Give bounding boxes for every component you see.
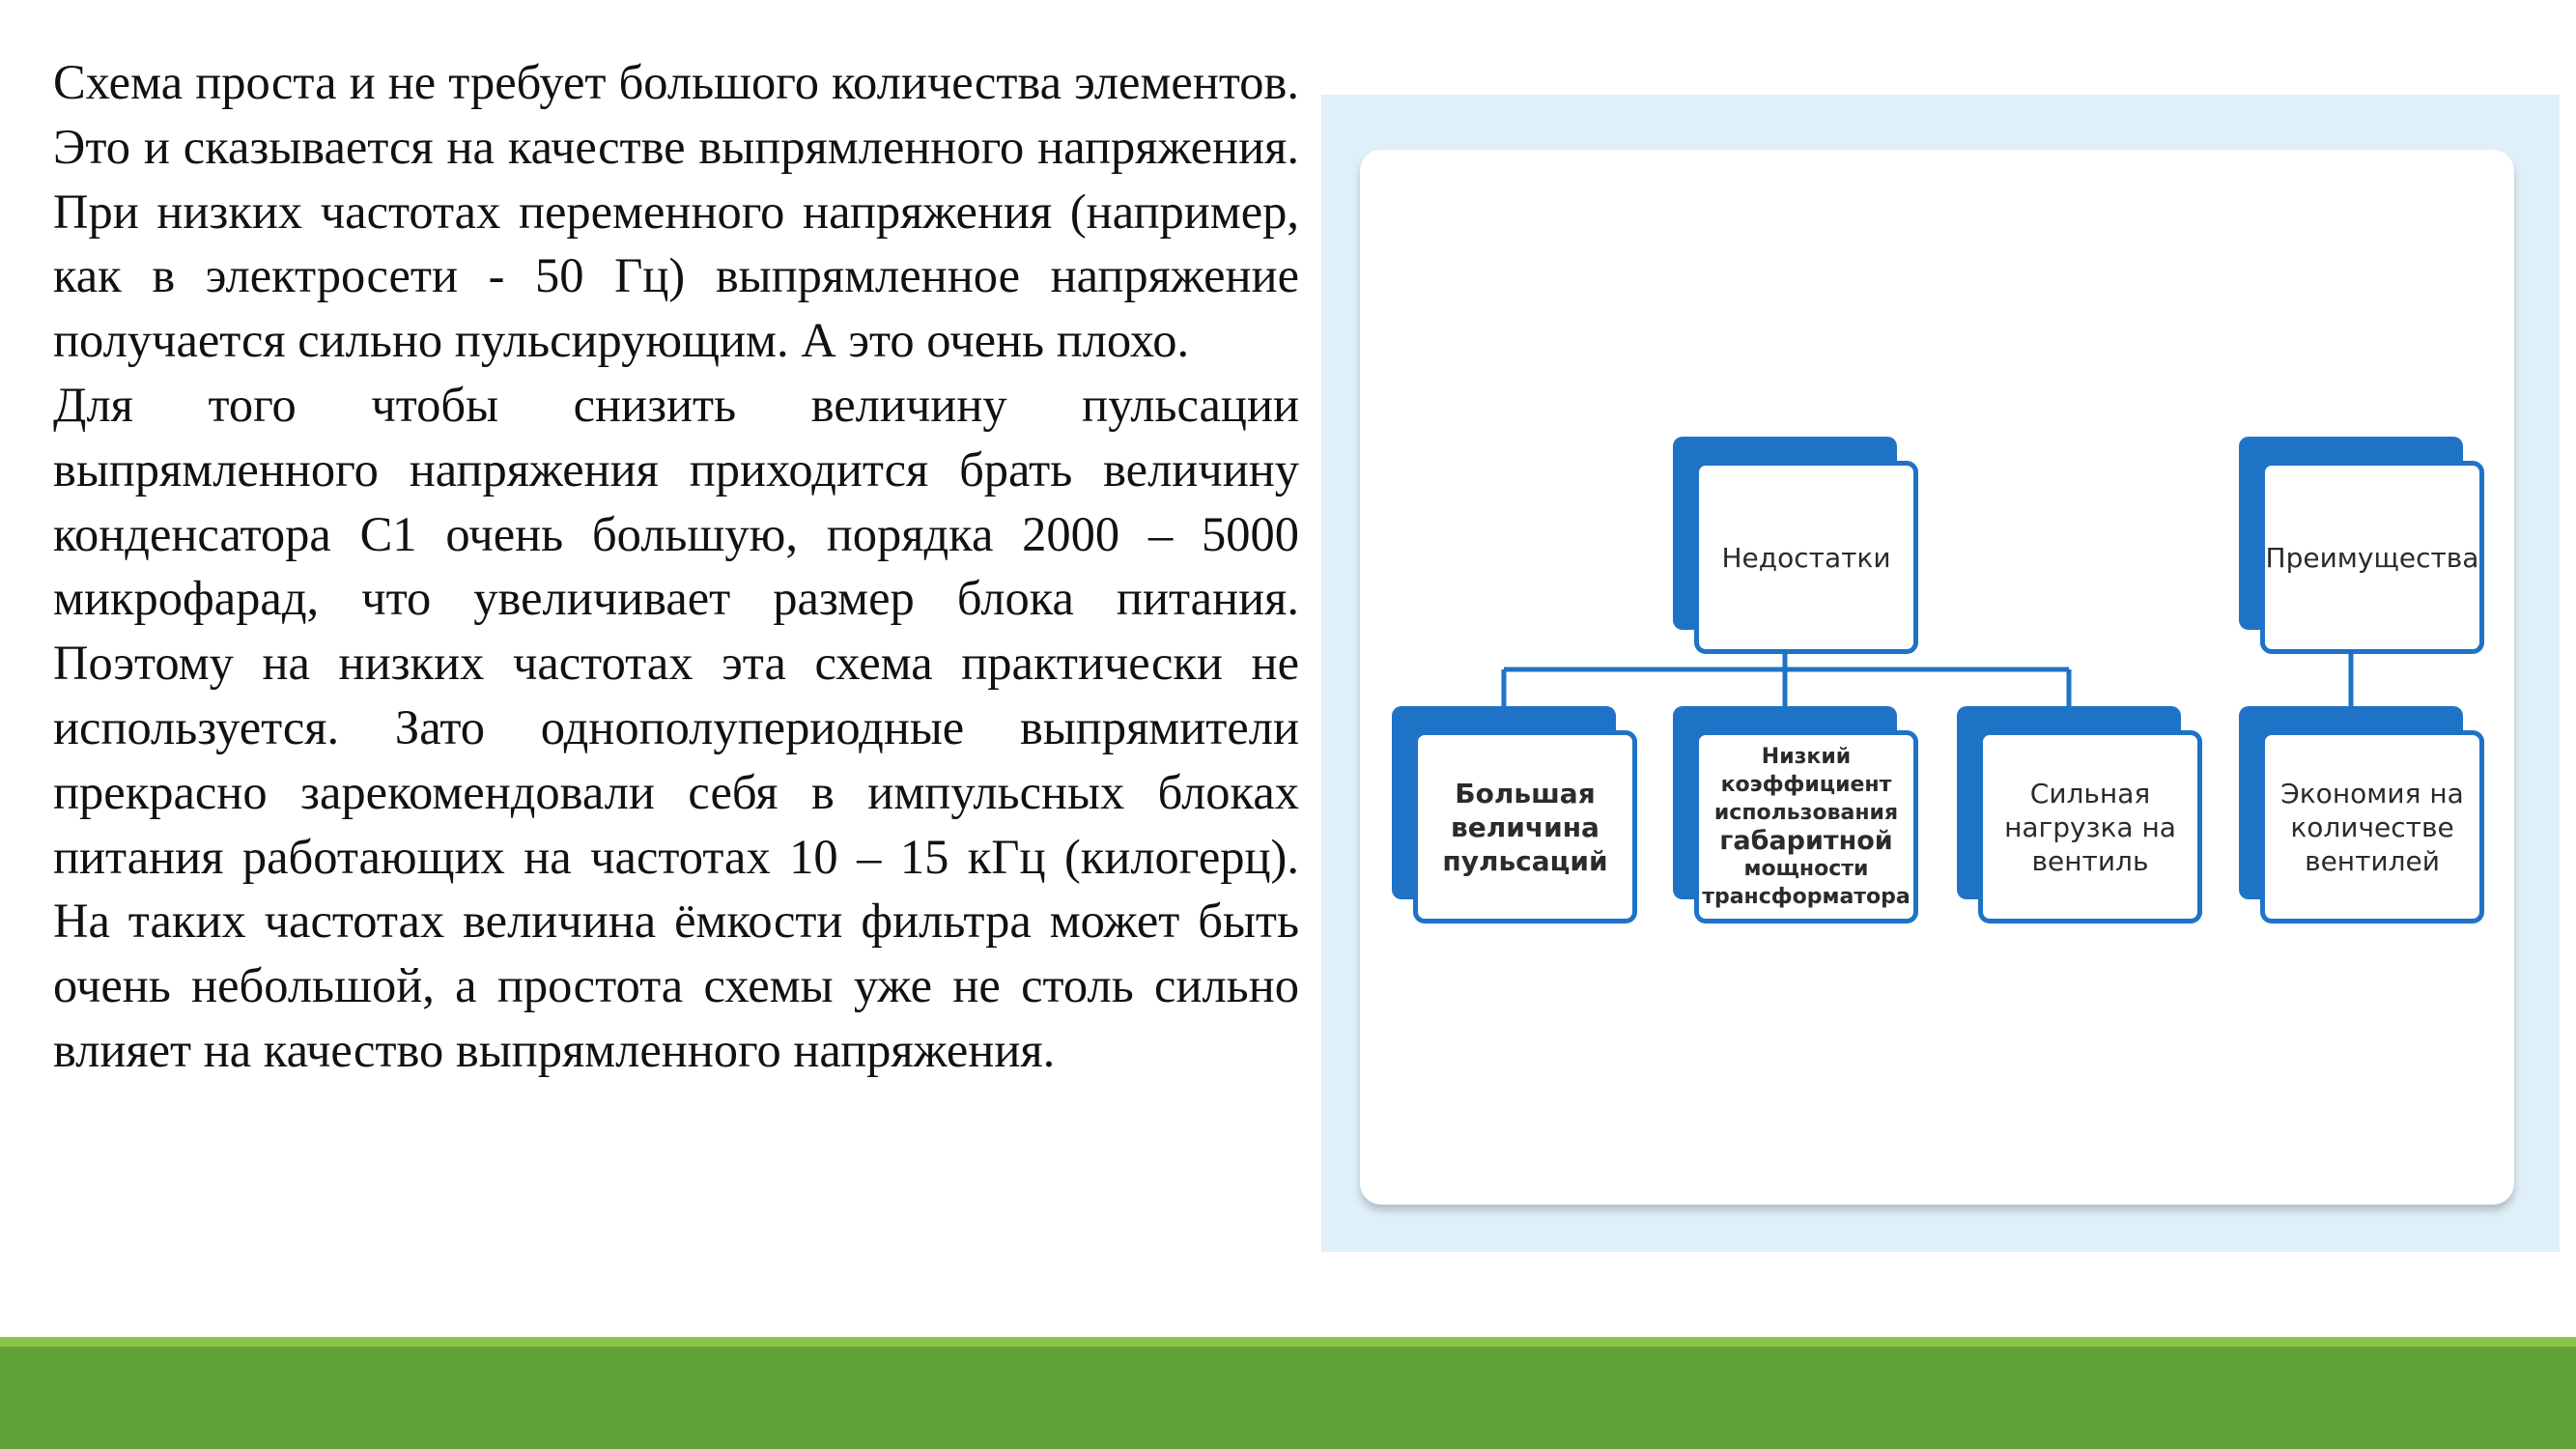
node-valve-load-line-3: вентиль	[2031, 844, 2149, 877]
node-valve-saving-line-2: количестве	[2290, 810, 2454, 843]
node-transformer-line-1: Низкий	[1761, 745, 1852, 769]
node-advantages-label: Преимущества	[2265, 541, 2479, 574]
node-valve-saving-line-3: вентилей	[2305, 844, 2440, 877]
node-ripple-line-1: Большая	[1455, 777, 1596, 810]
node-transformer-line-4: габаритной	[1719, 826, 1893, 856]
node-valve-saving-line-1: Экономия на	[2280, 777, 2464, 810]
node-transformer-line-6: трансформатора	[1702, 885, 1911, 909]
node-valve-load-line-2: нагрузка на	[2004, 810, 2176, 843]
node-ripple-line-3: пульсаций	[1442, 844, 1608, 877]
node-transformer-line-5: мощности	[1743, 857, 1869, 881]
bottom-bar	[0, 1337, 2576, 1449]
paragraph-1: Схема проста и не требует большого колич…	[53, 55, 1299, 368]
node-valve-load-line-1: Сильная	[2029, 777, 2151, 810]
node-transformer-line-2: коэффициент	[1720, 773, 1892, 797]
diagram-card	[1360, 150, 2514, 1205]
node-transformer-line-3: использования	[1713, 801, 1899, 825]
body-text: Схема проста и не требует большого колич…	[53, 50, 1299, 1083]
node-disadvantages-label: Недостатки	[1721, 541, 1891, 574]
paragraph-2: Для того чтобы снизить величину пульсаци…	[53, 377, 1299, 1077]
node-ripple-line-2: величина	[1451, 810, 1599, 843]
